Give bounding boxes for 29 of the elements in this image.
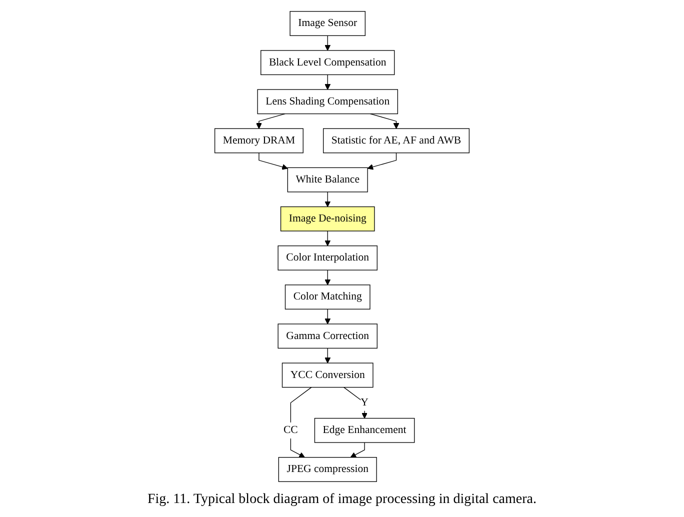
- edge-label: Y: [360, 396, 368, 408]
- arrow: [258, 152, 288, 170]
- node-box: Image De-noising: [280, 206, 375, 232]
- node-box: Color Interpolation: [278, 245, 378, 270]
- node-box: Memory DRAM: [214, 128, 304, 154]
- node-box: Color Matching: [284, 284, 370, 310]
- arrow: [324, 270, 331, 286]
- node-box: Lens Shading Compensation: [257, 89, 398, 114]
- node-box: Gamma Correction: [278, 324, 378, 349]
- arrow: [256, 113, 286, 129]
- arrow: [324, 308, 331, 324]
- node-box: YCC Conversion: [282, 362, 374, 388]
- node-box: Black Level Compensation: [260, 50, 395, 76]
- node-box: JPEG compression: [278, 457, 377, 482]
- arrow: [350, 442, 365, 458]
- edge-label: CC: [283, 424, 298, 436]
- arrow: [324, 192, 331, 208]
- arrow: [324, 74, 331, 90]
- arrow: [290, 386, 312, 458]
- node-box: Image Sensor: [290, 11, 366, 36]
- arrow: [324, 35, 331, 51]
- arrow: [324, 230, 331, 246]
- arrow: [367, 152, 397, 170]
- arrow: [370, 113, 400, 129]
- arrow: [324, 348, 331, 364]
- node-box: Edge Enhancement: [314, 418, 415, 443]
- figure-caption: Fig. 11. Typical block diagram of image processing in digital camera.: [148, 492, 536, 507]
- node-box: Statistic for AE, AF and AWB: [323, 128, 470, 154]
- node-box: White Balance: [287, 167, 368, 192]
